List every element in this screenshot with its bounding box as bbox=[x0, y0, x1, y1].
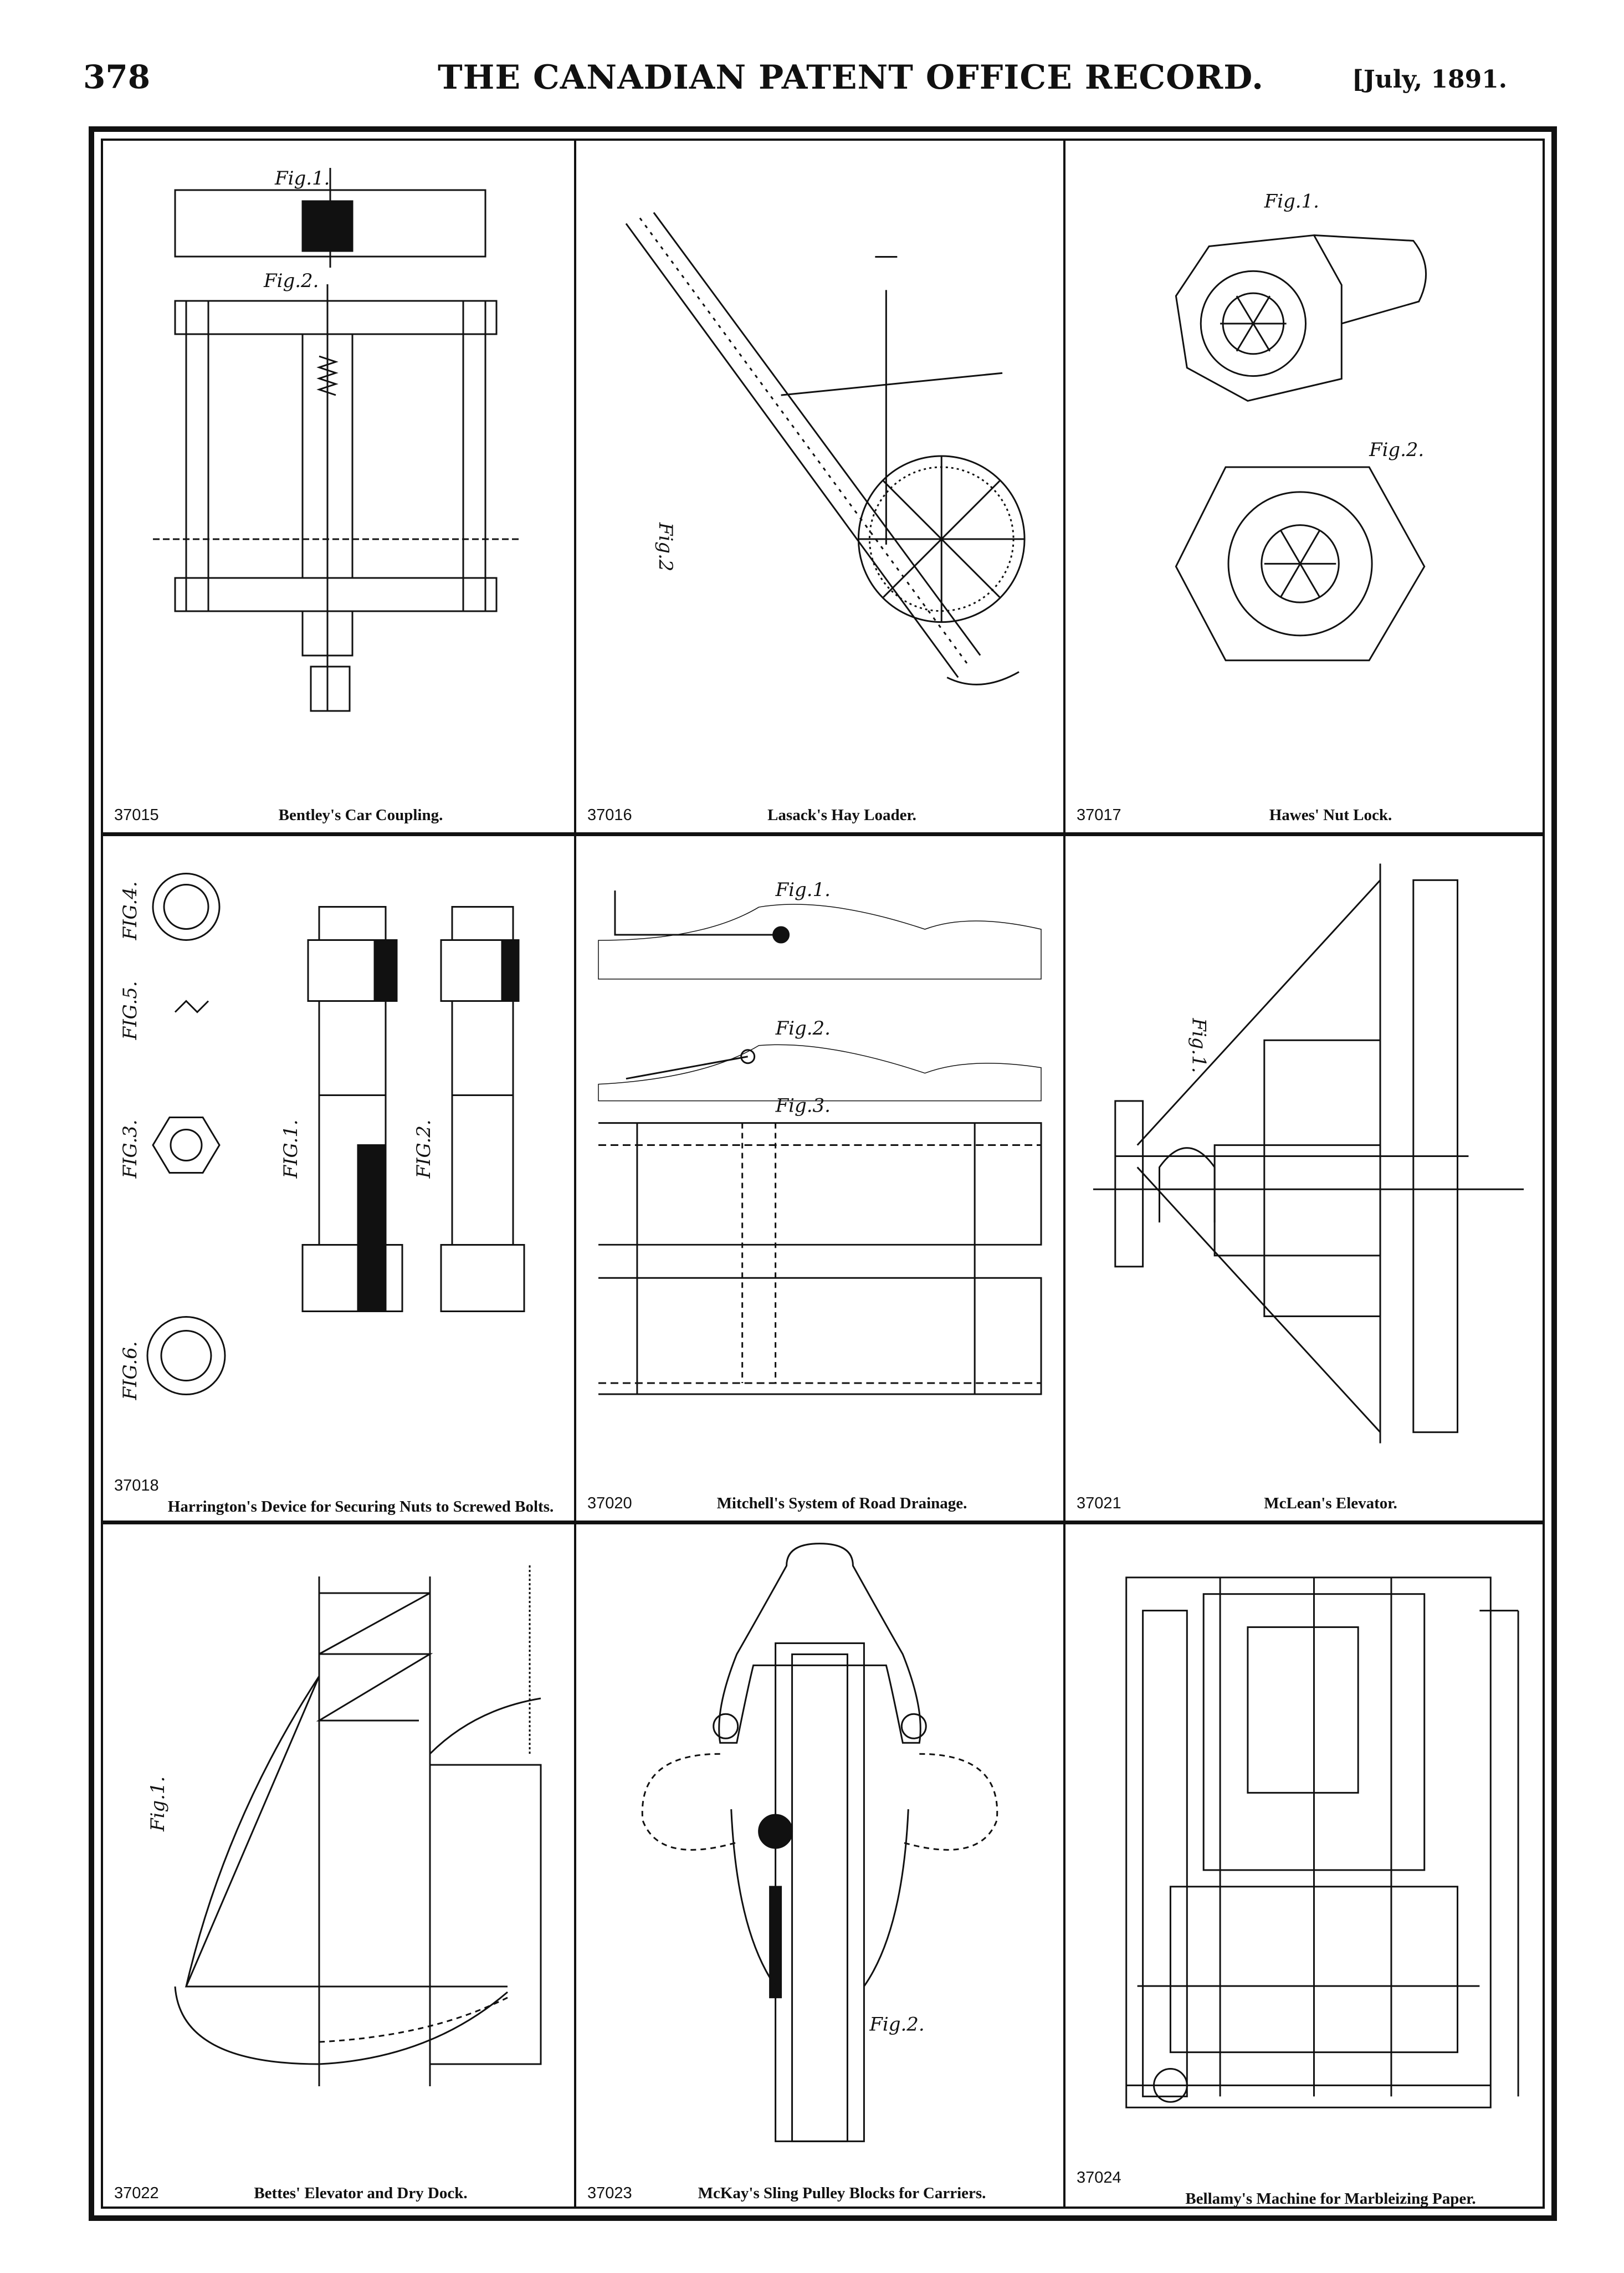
fig-label: Fig.2. bbox=[1369, 439, 1424, 460]
fig-label: FIG.2. bbox=[413, 1119, 435, 1179]
patent-number: 37020 bbox=[587, 1494, 632, 1512]
fig-label: Fig.1. bbox=[775, 879, 831, 901]
fig-label: FIG.1. bbox=[280, 1119, 302, 1179]
fig-label: Fig.2 bbox=[654, 522, 677, 572]
issue-date: [July, 1891. bbox=[1352, 65, 1508, 94]
fig-label: Fig.2. bbox=[775, 1017, 831, 1040]
nut-lock-drawing: Fig.1. Fig.2. bbox=[1175, 191, 1427, 662]
fig-label: Fig.1. bbox=[274, 167, 330, 190]
patent-37017: Fig.1. Fig.2. 37017 Hawes' Nut Lock. bbox=[1065, 141, 1551, 832]
patent-37015: Fig.1. Fig.2. 37015 Bentley's Car Couplin… bbox=[103, 141, 574, 832]
patent-37018: FIG.4. FIG.5. FIG.3. FIG.6. FIG.1. FIG.2… bbox=[103, 836, 574, 1521]
plate-grid: Fig.1. Fig.2. 37015 Bentley's Car Couplin… bbox=[101, 139, 1545, 2209]
nut-securing-device-drawing: FIG.4. FIG.5. FIG.3. FIG.6. FIG.1. FIG.2… bbox=[120, 873, 525, 1401]
patent-number: 37017 bbox=[1077, 806, 1121, 824]
patent-title: Bentley's Car Coupling. bbox=[278, 806, 443, 824]
page-number: 378 bbox=[83, 58, 151, 96]
marbleizing-machine-drawing bbox=[1125, 1576, 1519, 2108]
fig-label: Fig.2. bbox=[869, 2014, 924, 2036]
fig-label: Fig.3. bbox=[775, 1095, 831, 1117]
hay-loader-drawing: Fig.2 bbox=[625, 212, 1026, 685]
patent-caption: 37021 McLean's Elevator. bbox=[1065, 1494, 1551, 1513]
patent-number: 37015 bbox=[114, 806, 159, 824]
patent-number: 37016 bbox=[587, 806, 632, 824]
patent-number: 37024 bbox=[1077, 2169, 1121, 2187]
patent-caption: 37015 Bentley's Car Coupling. bbox=[103, 806, 574, 825]
patent-37023: Fig.2. 37023 McKay's Sling Pulley Blocks … bbox=[576, 1524, 1063, 2210]
fig-label: Fig.1. bbox=[147, 1777, 169, 1832]
patent-37022: Fig.1. 37022 Bettes' Elevator and Dry Doc… bbox=[103, 1524, 574, 2210]
patent-caption: 37023 McKay's Sling Pulley Blocks for Car… bbox=[576, 2184, 1063, 2203]
fig-label: FIG.4. bbox=[120, 881, 141, 940]
patent-title: Lasack's Hay Loader. bbox=[767, 806, 916, 824]
column-divider bbox=[1063, 141, 1065, 2207]
patent-title: Bellamy's Machine for Marbleizing Paper. bbox=[1185, 2190, 1476, 2208]
patent-number: 37022 bbox=[114, 2184, 159, 2202]
fig-label: Fig.1. bbox=[1188, 1017, 1210, 1073]
patent-title: Harrington's Device for Securing Nuts to… bbox=[167, 1498, 554, 1516]
fig-label: Fig.1. bbox=[1264, 191, 1319, 212]
patent-caption: 37022 Bettes' Elevator and Dry Dock. bbox=[103, 2184, 574, 2203]
dry-dock-drawing: Fig.1. bbox=[147, 1565, 542, 2086]
elevator-drawing: Fig.1. bbox=[1093, 863, 1524, 1443]
column-divider bbox=[574, 141, 576, 2207]
sling-pulley-drawing: Fig.2. bbox=[641, 1543, 998, 2142]
patent-title: McLean's Elevator. bbox=[1264, 1494, 1397, 1512]
car-coupling-drawing: Fig.1. Fig.2. bbox=[153, 167, 519, 712]
fig-label: FIG.6. bbox=[120, 1341, 141, 1400]
patent-37021: Fig.1. 37021 McLean's Elevator. bbox=[1065, 836, 1551, 1521]
row-divider bbox=[103, 832, 1543, 836]
patent-number: 37023 bbox=[587, 2184, 632, 2202]
fig-label: Fig.2. bbox=[263, 270, 319, 292]
fig-label: FIG.3. bbox=[120, 1119, 141, 1179]
patent-number: 37021 bbox=[1077, 1494, 1121, 1512]
road-drainage-drawing: Fig.1. Fig.2. Fig.3. bbox=[598, 879, 1042, 1395]
patent-number: 37018 bbox=[114, 1477, 159, 1494]
patent-title: Hawes' Nut Lock. bbox=[1269, 806, 1392, 824]
patent-title: Bettes' Elevator and Dry Dock. bbox=[254, 2184, 468, 2202]
patent-caption: 37017 Hawes' Nut Lock. bbox=[1065, 806, 1551, 825]
fig-label: FIG.5. bbox=[120, 981, 141, 1040]
patent-title: McKay's Sling Pulley Blocks for Carriers… bbox=[698, 2184, 986, 2202]
row-divider bbox=[103, 1521, 1543, 1524]
patent-37016: Fig.2 37016 Lasack's Hay Loader. bbox=[576, 141, 1063, 832]
patent-caption: 37016 Lasack's Hay Loader. bbox=[576, 806, 1063, 825]
patent-title: Mitchell's System of Road Drainage. bbox=[716, 1494, 967, 1512]
page-title: THE CANADIAN PATENT OFFICE RECORD. bbox=[438, 58, 1264, 97]
patent-caption: 37020 Mitchell's System of Road Drainage. bbox=[576, 1494, 1063, 1513]
patent-37020: Fig.1. Fig.2. Fig.3. 37020 Mitchell's Sys… bbox=[576, 836, 1063, 1521]
plate-frame: Fig.1. Fig.2. 37015 Bentley's Car Couplin… bbox=[89, 126, 1557, 2221]
